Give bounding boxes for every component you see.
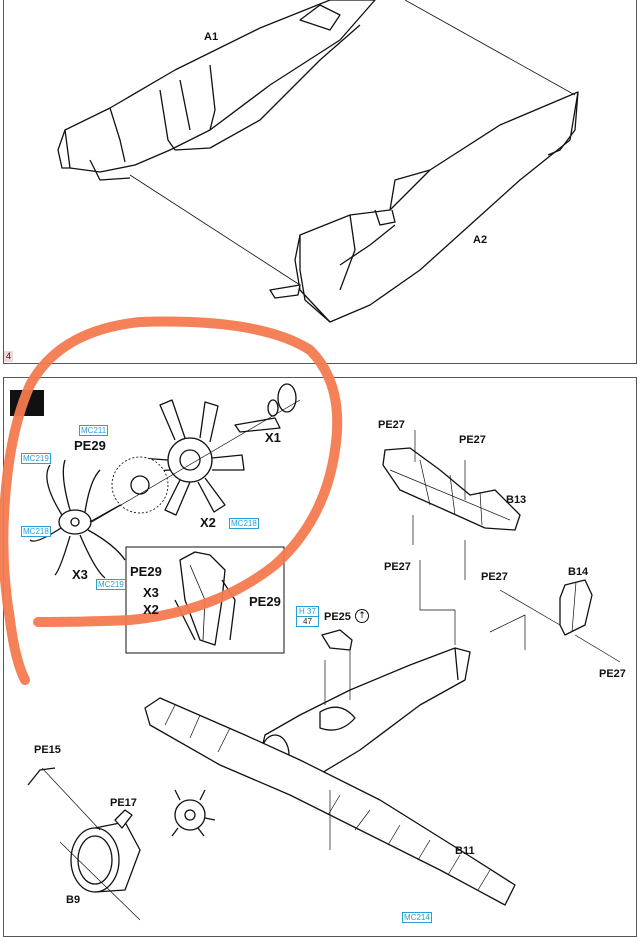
ref-h37: H 37 <box>297 607 318 617</box>
cowling-b9 <box>70 821 141 893</box>
pe25-part <box>321 629 353 651</box>
ref-mc219-top: MC219 <box>21 453 51 464</box>
label-a2: A2 <box>473 234 488 246</box>
label-pe27-2: PE27 <box>459 434 486 446</box>
ref-mc218-left: MC218 <box>21 526 51 537</box>
label-x1: X1 <box>265 430 281 445</box>
label-inset-pe29-a: PE29 <box>130 564 162 579</box>
label-pe27-3: PE27 <box>384 561 411 573</box>
ref-mc219-bottom: MC219 <box>96 579 126 590</box>
label-pe25: PE25 <box>324 611 351 623</box>
label-pe27-4: PE27 <box>481 571 508 583</box>
label-inset-pe29-b: PE29 <box>249 594 281 609</box>
label-pe17: PE17 <box>110 797 137 809</box>
label-b11: B11 <box>455 845 475 857</box>
tailplane-b13 <box>382 447 521 531</box>
fuselage-half-a1 <box>57 0 376 181</box>
fitted-engine <box>171 789 216 837</box>
pe17-part <box>114 809 133 829</box>
ref-mc211: MC211 <box>79 425 109 436</box>
label-a1: A1 <box>204 31 219 43</box>
crankcase-disc <box>111 456 169 514</box>
label-x3: X3 <box>72 567 88 582</box>
detail-inset <box>125 546 285 654</box>
fuselage-half-a2 <box>269 91 579 323</box>
label-b14: B14 <box>568 566 589 578</box>
ref-h37-sub: 47 <box>303 617 312 626</box>
label-b13: B13 <box>506 494 527 506</box>
hand-drawn-highlight <box>0 316 343 685</box>
label-inset-x2: X2 <box>143 602 159 617</box>
ref-h37-box: H 37 47 <box>296 606 319 627</box>
label-b9: B9 <box>66 894 81 906</box>
rotate-icon: ↑ <box>355 609 369 623</box>
label-pe27-5: PE27 <box>599 668 626 680</box>
ref-mc218-right: MC218 <box>229 518 259 529</box>
label-pe15: PE15 <box>34 744 61 756</box>
ref-mc214: MC214 <box>402 912 432 923</box>
label-x2: X2 <box>200 515 216 530</box>
step-number: 4 <box>4 351 14 362</box>
spider-x3 <box>29 459 131 579</box>
pe15-part <box>27 767 56 786</box>
label-pe29-engine: PE29 <box>74 438 106 453</box>
label-pe27-1: PE27 <box>378 419 405 431</box>
rudder-b14 <box>559 579 593 636</box>
label-inset-x3: X3 <box>143 585 159 600</box>
